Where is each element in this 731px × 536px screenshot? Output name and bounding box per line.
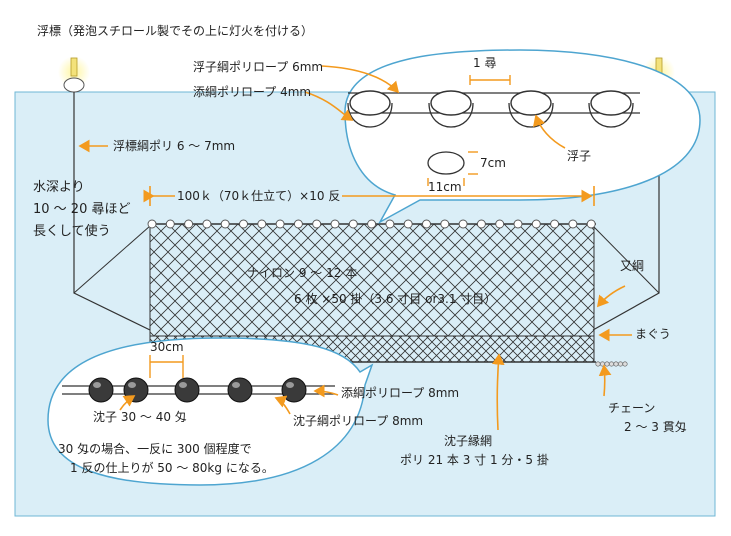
arrow-support-top	[304, 91, 354, 121]
headrope-float	[422, 219, 431, 229]
float-shape-icon	[427, 151, 465, 175]
depth-note: 水深より 10 ～ 20 尋ほど 長くして使う	[33, 177, 130, 243]
float-detail	[588, 90, 634, 128]
sinker-edge-label: 沈子縁網 ポリ 21 本 3 寸 1 分・5 掛	[400, 432, 549, 469]
sinker-detail	[227, 377, 253, 403]
headrope-float	[531, 219, 541, 229]
headrope-float	[367, 219, 377, 229]
headrope-float	[184, 219, 194, 229]
sinker-detail	[123, 377, 149, 403]
chain-label-line2: 2 ～ 3 貫匁	[624, 419, 687, 434]
chain-link	[608, 361, 614, 367]
float-width-label: 11cm	[428, 180, 462, 194]
left-buoy-icon	[58, 56, 90, 93]
headrope-float	[458, 219, 468, 229]
sinker-note: 30 匁の場合、一反に 300 個程度で 1 反の仕上りが 50 ～ 80kg …	[58, 440, 274, 477]
sinker-detail	[174, 377, 200, 403]
headrope-floats	[147, 219, 596, 229]
arrow-sinker-edge	[491, 353, 505, 431]
arrow-sinker	[119, 395, 136, 411]
chain-label: チェーン 2 ～ 3 貫匁	[588, 399, 687, 436]
spacing-label: 30cm	[150, 340, 184, 354]
sinker-edge-line1: 沈子縁網	[444, 434, 493, 448]
headrope-float	[495, 219, 505, 229]
chain-link	[617, 361, 623, 367]
headrope-float	[293, 219, 303, 229]
chain-link	[595, 361, 601, 367]
arrow-float-rope	[321, 65, 400, 94]
sinker-callout-bubble	[47, 337, 374, 486]
one-hiro-label: 1 尋	[473, 56, 497, 70]
headrope-float	[220, 219, 230, 229]
floats-detail	[347, 90, 634, 128]
arrow-support-bottom	[313, 384, 339, 398]
headrope-float	[568, 219, 578, 229]
headrope-float	[330, 219, 340, 229]
chain-label-line1: チェーン	[608, 401, 656, 415]
headrope-float	[275, 219, 285, 229]
headrope-float	[147, 219, 157, 229]
headrope-float	[550, 219, 560, 229]
net-length-label: 100ｋ（70ｋ仕立て）×10 反	[175, 189, 343, 204]
float-height-label: 7cm	[480, 156, 506, 170]
chain-link	[599, 361, 605, 367]
chain-link	[613, 361, 619, 367]
float-detail	[347, 90, 393, 128]
depth-note-line2: 10 ～ 20 尋ほど	[33, 202, 131, 218]
depth-note-line3: 長くして使う	[33, 224, 111, 240]
headrope-float	[403, 219, 413, 229]
headrope-float	[476, 219, 486, 229]
maguu-label: まぐう	[635, 327, 671, 341]
headrope-float	[513, 219, 523, 229]
headrope-float	[165, 219, 175, 229]
float-detail	[428, 90, 474, 128]
float-label: 浮子	[567, 149, 592, 163]
arrow-sinker-rope	[274, 395, 291, 415]
sinker-rope-label: 沈子綱ポリロープ 8mm	[293, 414, 424, 428]
chain-link	[622, 361, 628, 367]
support-rope-bottom-label: 添綱ポリロープ 8mm	[341, 386, 460, 400]
nylon-label: ナイロン 9 ～ 12 本	[247, 266, 358, 280]
depth-note-line1: 水深より	[33, 180, 85, 195]
sinker-note-line1: 30 匁の場合、一反に 300 個程度で	[58, 442, 252, 456]
sinker-edge-line2: ポリ 21 本 3 寸 1 分・5 掛	[400, 452, 549, 467]
arrow-matahame	[596, 285, 626, 308]
buoy-title: 浮標（発泡スチロール製でその上に灯火を付ける）	[37, 24, 314, 38]
net-spec-label: 6 枚 ×50 掛（3.6 寸目 or3.1 寸目）	[294, 292, 497, 306]
float-rope-label: 浮子綱ポリロープ 6mm	[193, 60, 324, 74]
float-detail	[508, 90, 554, 128]
headrope-float	[348, 219, 358, 229]
headrope-float	[239, 219, 248, 229]
headrope-float	[257, 219, 267, 229]
support-rope-top-label: 添綱ポリロープ 4mm	[193, 85, 312, 99]
sinker-note-line2: 1 反の仕上りが 50 ～ 80kg になる。	[70, 460, 274, 475]
net-mesh	[149, 223, 595, 337]
arrow-float	[532, 114, 566, 149]
chain-link	[604, 361, 610, 367]
matahame-label: 又綱	[620, 259, 645, 273]
headrope-float	[312, 219, 322, 229]
headrope-float	[202, 219, 212, 229]
arrow-chain	[598, 364, 612, 397]
sinker-detail	[88, 377, 114, 403]
sinker-detail	[281, 377, 307, 403]
headrope-float	[586, 219, 596, 229]
buoy-rope-label: 浮標綱ポリ 6 ～ 7mm	[113, 139, 236, 153]
headrope-float	[440, 219, 450, 229]
sinker-label: 沈子 30 ～ 40 匁	[93, 410, 187, 424]
headrope-float	[385, 219, 395, 229]
